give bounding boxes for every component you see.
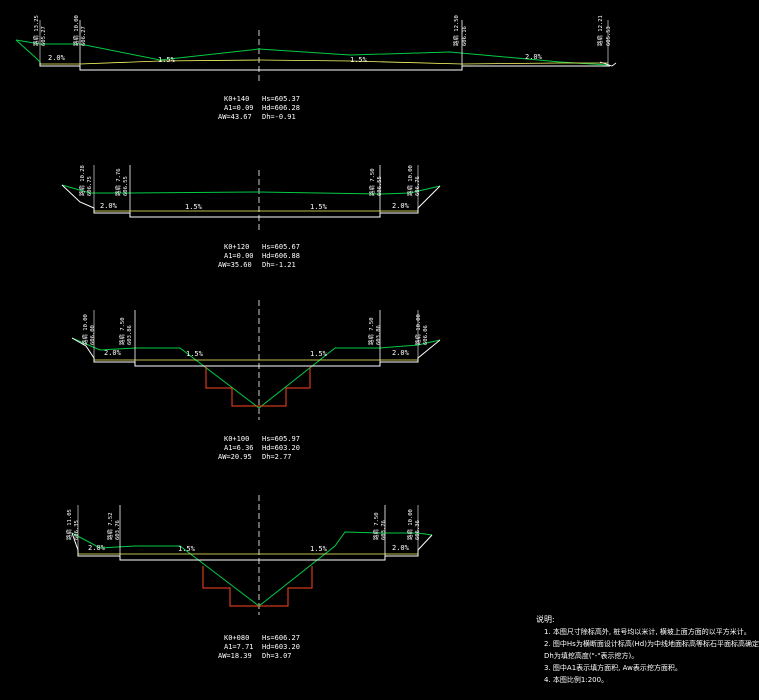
dh-label: Dh=-0.91 — [262, 113, 296, 121]
edge-value-2: 603.86 — [127, 325, 133, 345]
area-label: A1=7.71 — [224, 643, 254, 651]
edge-value-2: 603.76 — [115, 520, 121, 540]
aw-label: AW=20.95 — [218, 453, 252, 461]
edge-label-3: 路肩 7.50 — [372, 512, 380, 540]
station-label: K0+140 — [224, 95, 249, 103]
excavation-outline — [202, 566, 313, 607]
edge-value-3: 606.16 — [462, 26, 468, 46]
slope-label-2: 1.5% — [158, 56, 176, 64]
ground-line — [71, 531, 433, 607]
edge-value-1: 605.27 — [41, 26, 47, 46]
slope-label-4: 2.0% — [525, 53, 543, 61]
notes-item-1: 1. 本图尺寸除标高外, 桩号均以米计, 横坡上面方面的以平方米计。 — [544, 628, 751, 636]
edge-label-2: 路肩 10.00 — [72, 15, 80, 46]
excavation-outline — [205, 366, 311, 407]
edge-label-4: 路肩 10.00 — [406, 509, 414, 540]
notes-item-3: Dh为填挖高度("-"表示挖方)。 — [544, 652, 639, 660]
slope-label-1: 2.0% — [48, 54, 66, 62]
slope-label-2: 1.5% — [186, 350, 204, 358]
edge-value-4: 606.06 — [423, 325, 429, 345]
dh-label: Dh=-1.21 — [262, 261, 296, 269]
edge-label-2: 路肩 7.52 — [106, 512, 114, 540]
edge-value-2: 606.27 — [81, 26, 87, 46]
ground-line — [15, 39, 609, 66]
edge-value-4: 606.36 — [415, 520, 421, 540]
edge-value-3: 606.55 — [377, 176, 383, 196]
hd-label: Hd=606.88 — [262, 252, 300, 260]
ground-line — [71, 337, 441, 409]
hs-label: Hs=605.97 — [262, 435, 300, 443]
area-label: A1=0.09 — [224, 104, 254, 112]
slope-label-1: 2.0% — [104, 349, 122, 357]
notes-item-4: 3. 图中A1表示填方面积, Aw表示挖方面积。 — [544, 664, 682, 672]
section-k0-140: 2.0% 1.5% 1.5% 2.0% 路肩 13.25 605.27 路肩 1… — [15, 15, 617, 121]
edge-value-2: 606.55 — [123, 176, 129, 196]
edge-value-4: 606.76 — [415, 176, 421, 196]
edge-value-4: 605.53 — [606, 26, 612, 46]
aw-label: AW=18.39 — [218, 652, 252, 660]
cross-section-drawing: 2.0% 1.5% 1.5% 2.0% 路肩 13.25 605.27 路肩 1… — [15, 15, 617, 660]
edge-label-4: 路肩 10.00 — [406, 165, 414, 196]
edge-label-3: 路肩 7.50 — [368, 168, 376, 196]
edge-label-1: 路肩 13.25 — [32, 15, 40, 46]
aw-label: AW=35.60 — [218, 261, 252, 269]
notes-block: 说明: 1. 本图尺寸除标高外, 桩号均以米计, 横坡上面方面的以平方米计。 2… — [536, 614, 759, 686]
aw-label: AW=43.67 — [218, 113, 252, 121]
slope-label-1: 2.0% — [100, 202, 118, 210]
edge-value-3: 603.76 — [381, 520, 387, 540]
edge-label-2: 路肩 7.76 — [114, 168, 122, 196]
edge-label-2: 路肩 7.50 — [118, 317, 126, 345]
slope-label-4: 2.0% — [392, 544, 410, 552]
edge-value-3: 603.86 — [376, 325, 382, 345]
edge-value-1: 606.75 — [87, 176, 93, 196]
right-slope-toe — [599, 61, 617, 67]
station-label: K0+100 — [224, 435, 249, 443]
edge-label-3: 路肩 12.50 — [452, 15, 460, 46]
edge-label-3: 路肩 7.50 — [367, 317, 375, 345]
left-slope-toe — [15, 39, 41, 63]
slope-label-2: 1.5% — [178, 545, 196, 553]
area-label: A1=0.00 — [224, 252, 254, 260]
section-k0-080: 2.0% 1.5% 1.5% 2.0% 路肩 11.05 606.35 路肩 7… — [65, 495, 433, 660]
slope-label-3: 1.5% — [310, 545, 328, 553]
hs-label: Hs=605.37 — [262, 95, 300, 103]
edge-label-4: 路肩 10.00 — [414, 314, 422, 345]
edge-label-1: 路肩 10.28 — [78, 165, 86, 196]
hd-label: Hd=603.20 — [262, 444, 300, 452]
station-label: K0+120 — [224, 243, 249, 251]
slope-label-3: 1.5% — [350, 56, 368, 64]
edge-label-4: 路肩 12.21 — [596, 15, 604, 46]
edge-label-1: 路肩 11.05 — [65, 509, 73, 540]
ground-line — [61, 184, 441, 195]
subgrade-line — [40, 59, 608, 65]
edge-value-1: 606.00 — [90, 325, 96, 345]
notes-title: 说明: — [536, 615, 555, 624]
edge-value-1: 606.35 — [74, 520, 80, 540]
area-label: A1=6.36 — [224, 444, 254, 452]
notes-item-2: 2. 图中Hs为横断面设计标高(Hd)为中线地面标高等标石平面标高确定 — [544, 640, 759, 648]
edge-label-1: 路肩 10.00 — [81, 314, 89, 345]
hs-label: Hs=605.67 — [262, 243, 300, 251]
slope-label-4: 2.0% — [392, 202, 410, 210]
section-k0-100: 2.0% 1.5% 1.5% 2.0% 路肩 10.00 606.00 路肩 7… — [71, 300, 441, 461]
slope-label-3: 1.5% — [310, 350, 328, 358]
slope-label-2: 1.5% — [185, 203, 203, 211]
notes-item-5: 4. 本图比例1:200。 — [544, 676, 609, 684]
dh-label: Dh=2.77 — [262, 453, 292, 461]
hd-label: Hd=606.28 — [262, 104, 300, 112]
slope-label-1: 2.0% — [88, 544, 106, 552]
hd-label: Hd=603.20 — [262, 643, 300, 651]
station-label: K0+080 — [224, 634, 249, 642]
section-k0-120: 2.0% 1.5% 1.5% 2.0% 路肩 10.28 606.75 路肩 7… — [61, 165, 441, 269]
slope-label-3: 1.5% — [310, 203, 328, 211]
hs-label: Hs=606.27 — [262, 634, 300, 642]
slope-label-4: 2.0% — [392, 349, 410, 357]
dh-label: Dh=3.07 — [262, 652, 292, 660]
